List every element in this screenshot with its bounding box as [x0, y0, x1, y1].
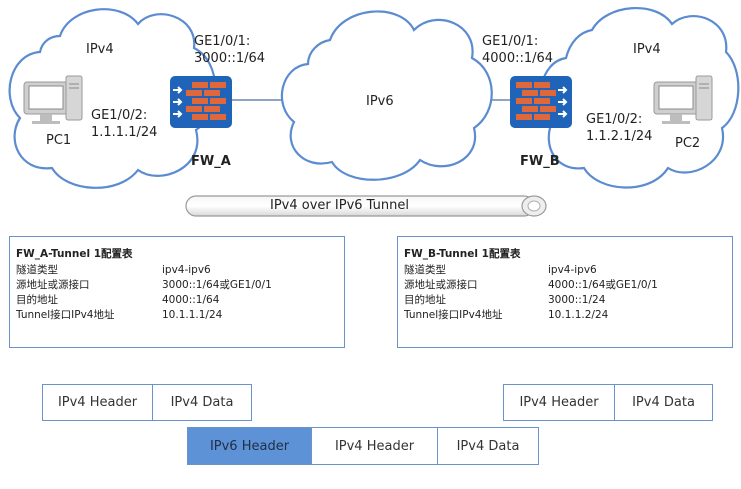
left-cloud-label: IPv4 [86, 42, 114, 57]
fw-b-inner-address: 1.1.2.1/24 [586, 129, 653, 144]
tunnel-label: IPv4 over IPv6 Tunnel [270, 198, 409, 213]
config-key: Tunnel接口IPv4地址 [16, 309, 115, 321]
config-key: 目的地址 [16, 294, 58, 306]
fw-a-inner-address: 1.1.1.1/24 [91, 125, 158, 140]
pc2-computer-icon [653, 75, 713, 124]
right-cloud-label: IPv4 [633, 42, 661, 57]
config-value: 3000::1/24 [548, 294, 606, 306]
ipv6-cloud-label: IPv6 [366, 94, 394, 109]
pc1-label: PC1 [46, 133, 72, 148]
config-value: 10.1.1.2/24 [548, 309, 609, 321]
fw-b-config-table: FW_B-Tunnel 1配置表 隧道类型 ipv4-ipv6 源地址或源接口 … [397, 236, 733, 348]
config-value: 3000::1/64或GE1/0/1 [162, 279, 272, 291]
tunnel-packet-ipv4-data: IPv4 Data [437, 427, 539, 465]
fw-a-config-table: FW_A-Tunnel 1配置表 隧道类型 ipv4-ipv6 源地址或源接口 … [9, 236, 345, 348]
config-value: 4000::1/64或GE1/0/1 [548, 279, 658, 291]
left-ipv4-cloud [8, 8, 217, 189]
pc1-computer-icon [23, 75, 83, 124]
left-packet-ipv4-data: IPv4 Data [152, 384, 252, 421]
right-packet-ipv4-data: IPv4 Data [614, 384, 713, 421]
config-key: 目的地址 [404, 294, 446, 306]
config-key: 源地址或源接口 [16, 279, 90, 291]
config-value: 10.1.1.1/24 [162, 309, 223, 321]
config-key: 隧道类型 [16, 264, 58, 276]
right-packet-ipv4-header: IPv4 Header [503, 384, 615, 421]
fw-a-config-title: FW_A-Tunnel 1配置表 [16, 248, 133, 260]
config-key: 隧道类型 [404, 264, 446, 276]
fw-a-label: FW_A [191, 154, 231, 169]
tunnel-pipe [185, 195, 547, 217]
fw-a-outer-address: 3000::1/64 [194, 51, 266, 66]
fw-b-config-title: FW_B-Tunnel 1配置表 [404, 248, 521, 260]
fw-b-outer-interface: GE1/0/1: [482, 34, 539, 49]
fw-b-outer-address: 4000::1/64 [482, 51, 554, 66]
pc2-label: PC2 [675, 136, 701, 151]
fw-b-inner-interface: GE1/0/2: [586, 112, 643, 127]
config-key: 源地址或源接口 [404, 279, 478, 291]
fw-b-firewall-icon [510, 76, 572, 128]
fw-a-inner-interface: GE1/0/2: [91, 108, 148, 123]
tunnel-packet-ipv6-header: IPv6 Header [187, 427, 312, 465]
fw-a-firewall-icon [170, 76, 232, 128]
tunnel-packet-ipv4-header: IPv4 Header [311, 427, 438, 465]
ipv6-cloud [280, 10, 493, 181]
fw-a-outer-interface: GE1/0/1: [194, 34, 251, 49]
left-packet-ipv4-header: IPv4 Header [42, 384, 153, 421]
config-value: ipv4-ipv6 [548, 264, 597, 276]
config-key: Tunnel接口IPv4地址 [404, 309, 503, 321]
config-value: ipv4-ipv6 [162, 264, 211, 276]
fw-b-label: FW_B [520, 154, 560, 169]
config-value: 4000::1/64 [162, 294, 220, 306]
